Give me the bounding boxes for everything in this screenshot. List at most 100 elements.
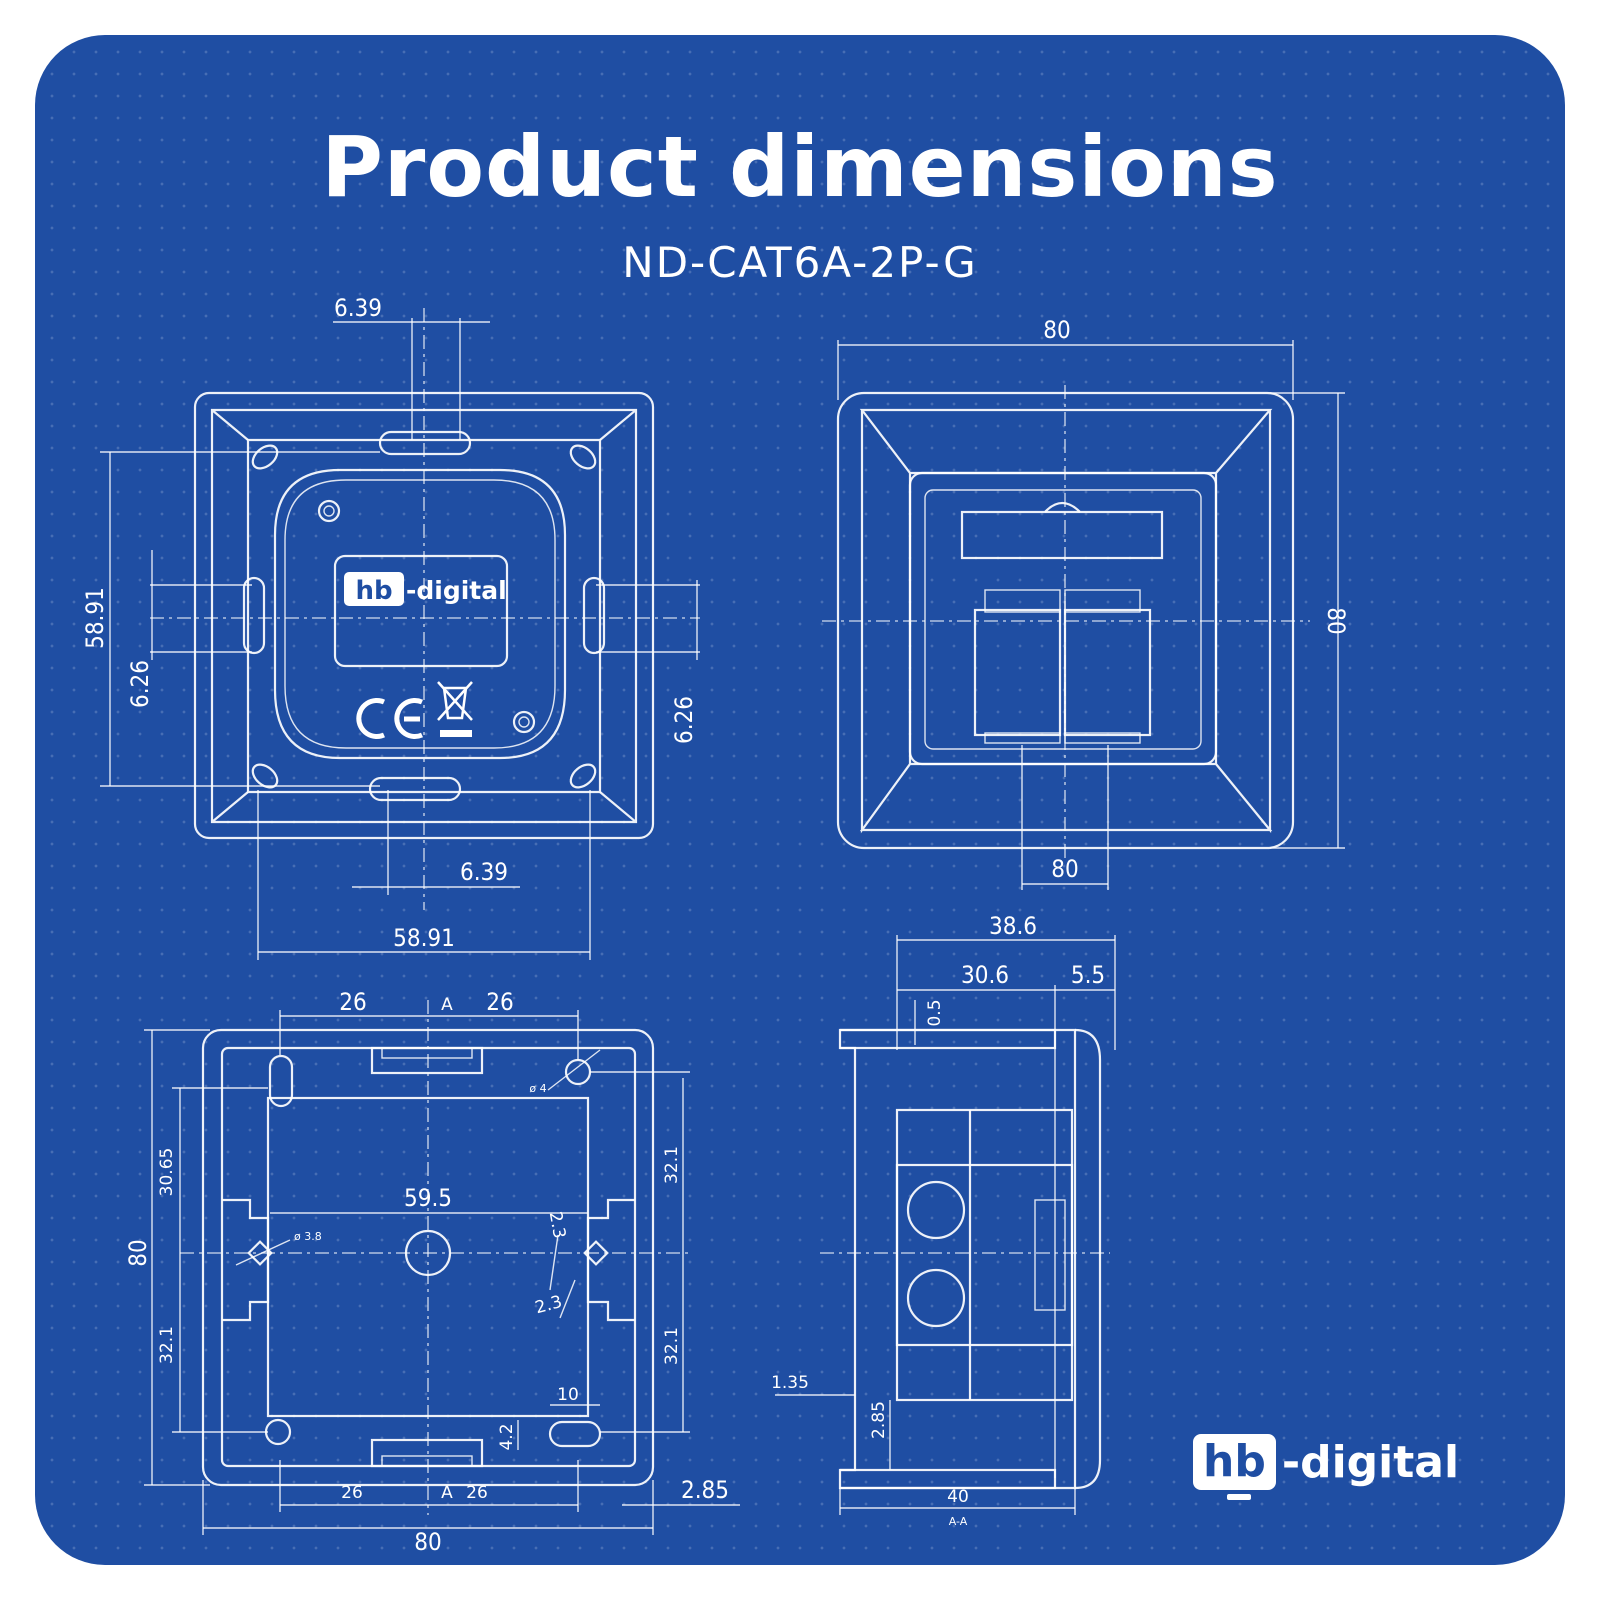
section-label: A-A: [949, 1515, 968, 1528]
rj45-latch: [984, 589, 1061, 613]
dim-front-width: 80: [1043, 316, 1070, 344]
rear-screw: [512, 710, 536, 734]
rear-corner-hole: [251, 763, 279, 789]
front-opening: [908, 471, 1218, 766]
rear-screw: [518, 716, 530, 728]
dim-frame-screw-dia: ø 3.8: [294, 1230, 322, 1243]
dim-frame-hole-dia: ø 4: [529, 1082, 546, 1095]
front-view: 80 80 80: [822, 316, 1350, 890]
section-jack: [1034, 1199, 1066, 1311]
frame-top-right-hole: [564, 1058, 592, 1086]
dim-section-wall: 0.5: [925, 999, 945, 1026]
mounting-frame-view: 26 A 26 30.65 32.1 32.1 32.1 80 59.5 ø 4…: [124, 988, 740, 1556]
dim-frame-clip-a: 2.3: [545, 1210, 569, 1240]
dim-section-body: 30.6: [961, 961, 1009, 989]
rj45-port: [1063, 608, 1152, 737]
CE-mark-icon: [356, 698, 423, 739]
model-number: ND-CAT6A-2P-G: [622, 238, 978, 287]
rear-screw: [323, 505, 335, 517]
page-title: Product dimensions: [321, 118, 1279, 216]
rear-logo-box-text: hb: [355, 576, 392, 606]
section-back-wall: [840, 1046, 857, 1472]
dim-frame-width: 80: [414, 1528, 441, 1556]
dim-frame-right-upper: 32.1: [662, 1146, 682, 1184]
rear-view: hb -digital 6.39 58.91 6.26: [81, 294, 700, 960]
rear-bottom-slot: [368, 776, 462, 802]
section-cover-edge: [1074, 1028, 1102, 1490]
rear-screw: [317, 499, 341, 523]
rear-top-slot: [378, 430, 472, 456]
section-mark-top: A: [441, 995, 453, 1015]
weee-crossed-bin-icon: [437, 681, 473, 737]
dim-section-bottom: 40: [947, 1487, 969, 1507]
rj45-latch: [1064, 589, 1141, 613]
section-view: 38.6 30.6 5.5 0.5 1.35 2.85 40 A-A: [771, 912, 1116, 1528]
front-bevel: [859, 408, 1273, 834]
dim-rear-bottom-width: 58.91: [393, 924, 455, 952]
dim-frame-bottom-right: 26: [466, 1483, 488, 1503]
section-port-block: [895, 1163, 1074, 1347]
dim-rear-top: 6.39: [334, 294, 382, 322]
front-notch: [1044, 501, 1081, 513]
dim-frame-slot-width: 10: [557, 1385, 579, 1405]
dim-frame-bottom-left: 26: [341, 1483, 363, 1503]
rj45-port-left: [973, 589, 1062, 744]
rear-left-slot: [242, 576, 266, 655]
dim-section-base: 2.85: [869, 1401, 889, 1439]
section-cable-entry: [906, 1268, 966, 1328]
frame-left-clip: [222, 1198, 270, 1322]
leader-line: [235, 1239, 291, 1266]
brand-logo-box: hb: [1193, 1434, 1276, 1500]
leader-line: [549, 1234, 559, 1291]
frame-bottom-notch-inner: [381, 1455, 473, 1467]
section-bottom-wall: [838, 1468, 1057, 1490]
dim-front-port: 80: [1051, 855, 1078, 883]
dim-section-depth: 38.6: [989, 912, 1037, 940]
rj45-foot: [984, 732, 1061, 744]
leader-line: [559, 1279, 576, 1319]
section-mark-bottom: A: [441, 1483, 453, 1503]
frame-top-left-slot: [268, 1054, 294, 1108]
frame-left-screw: [247, 1240, 273, 1266]
rear-frame: [246, 438, 602, 794]
section-cable-entry: [906, 1180, 966, 1240]
frame-bottom-left-hole: [264, 1418, 292, 1446]
rear-corner-hole: [569, 763, 597, 789]
frame-top-notch: [370, 1046, 484, 1075]
rear-module-body: [273, 468, 567, 760]
rear-label-box: [333, 554, 509, 668]
dim-rear-right-small: 6.26: [670, 696, 698, 744]
dim-frame-clip-b: 2.3: [533, 1292, 564, 1318]
rj45-port-right: [1063, 589, 1152, 744]
leader-line: [547, 1049, 601, 1091]
dim-frame-left-lower: 32.1: [157, 1326, 177, 1364]
rear-module-inner: [284, 479, 556, 749]
front-opening-inner: [924, 489, 1202, 750]
frame-top-notch-inner: [381, 1047, 473, 1059]
dim-frame-right-lower: 32.1: [662, 1327, 682, 1365]
brand-logo: hb -digital: [1193, 1432, 1460, 1500]
dim-frame-left-upper: 30.65: [157, 1148, 177, 1197]
brand-logo-text: -digital: [1281, 1436, 1460, 1488]
dim-rear-bottom: 6.39: [460, 858, 508, 886]
frame-right-screw: [583, 1240, 609, 1266]
rear-plate-inner: [210, 408, 638, 824]
blueprint-card: [35, 35, 1565, 1565]
dim-frame-top-left: 26: [339, 988, 366, 1016]
dim-frame-height: 80: [124, 1239, 152, 1266]
dim-frame-slot-height: 4.2: [497, 1423, 517, 1450]
rear-right-slot: [582, 576, 606, 655]
dim-rear-left-height: 58.91: [81, 587, 109, 649]
dim-rear-left-small: 6.26: [126, 660, 154, 708]
section-module: [895, 1108, 1074, 1402]
dim-front-height: 80: [1322, 607, 1350, 634]
rj45-port: [973, 608, 1062, 737]
frame-bottom-notch: [370, 1438, 484, 1468]
rear-corner-hole: [251, 444, 279, 470]
rear-logo-rest-text: -digital: [406, 576, 507, 605]
dim-section-cover: 5.5: [1071, 961, 1105, 989]
section-top-wall: [838, 1028, 1057, 1050]
rear-logo-badge: [344, 572, 404, 606]
dim-frame-edge: 2.85: [681, 1476, 729, 1504]
